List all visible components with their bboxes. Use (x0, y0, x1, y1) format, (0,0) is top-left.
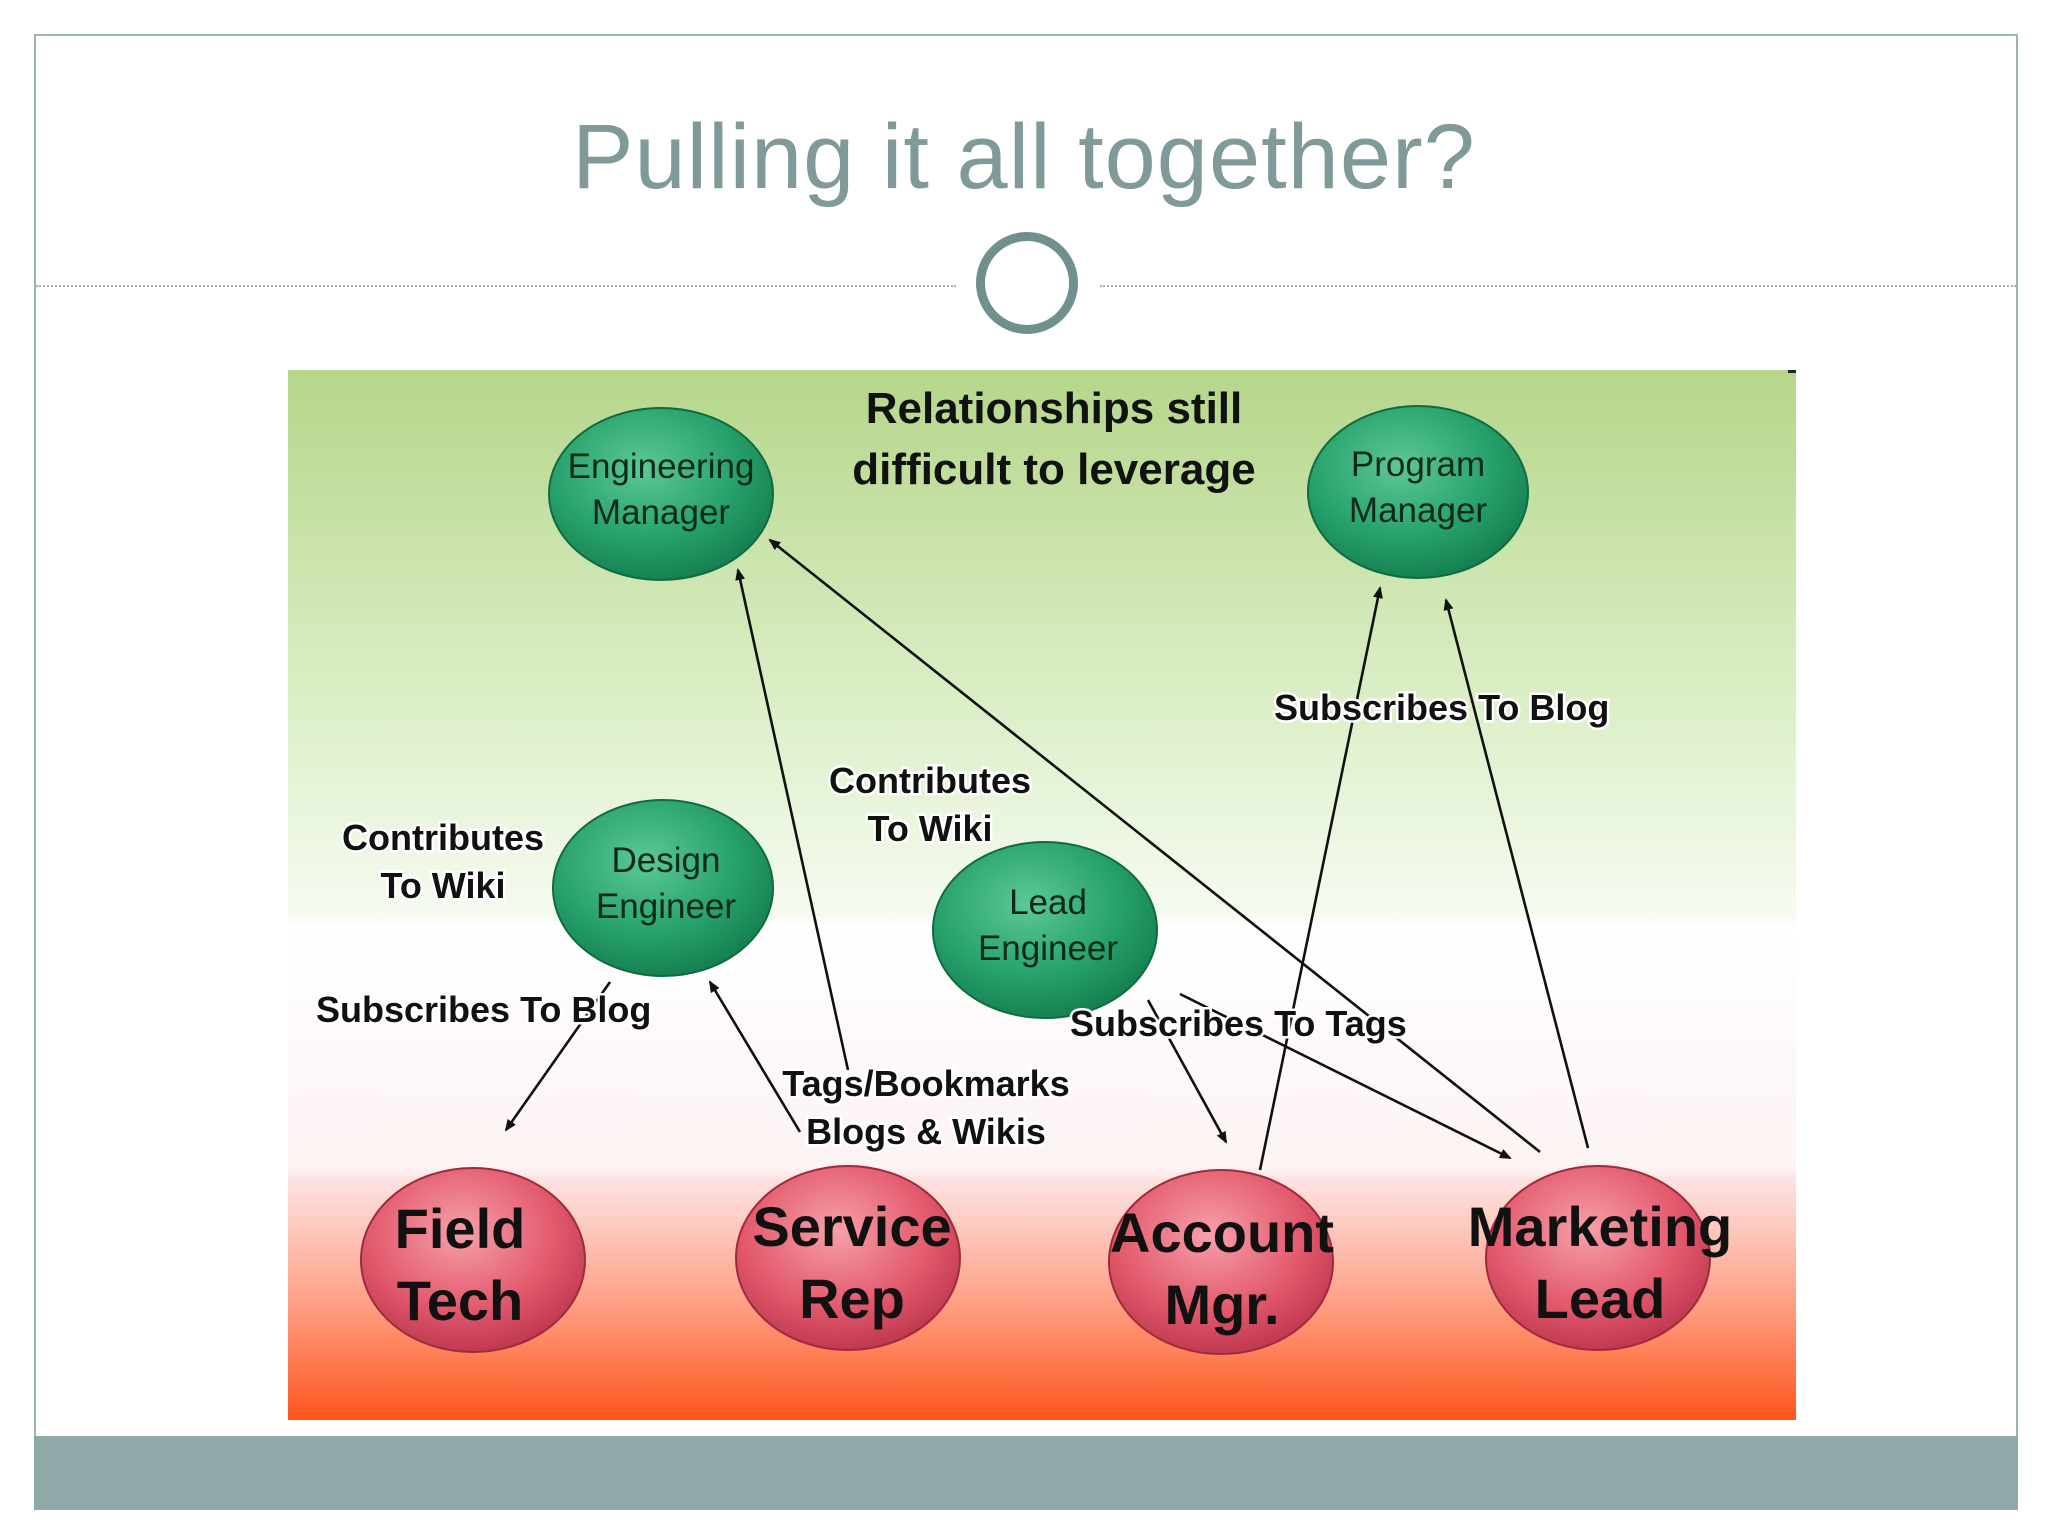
arrow-lead-to-marketing (1179, 992, 1512, 1160)
node-field-tech: Field Tech (360, 1167, 586, 1353)
node-service-rep: Service Rep (735, 1165, 961, 1351)
footer-bar (34, 1436, 2018, 1510)
edge-label-contributes-left-1: Contributes (342, 817, 544, 858)
title-divider-left (36, 285, 956, 287)
arrow-service-to-design (708, 980, 802, 1133)
edge-label-contributes-center-2: To Wiki (868, 808, 993, 849)
relationship-diagram: Engineering Manager Program Manager Desi… (288, 370, 1796, 1420)
edge-label-tags-bookmarks: Tags/Bookmarks (782, 1063, 1069, 1104)
node-label-line1: Marketing (1468, 1195, 1733, 1258)
node-engineering-manager: Engineering Manager (548, 407, 774, 581)
node-label-line2: Tech (397, 1269, 524, 1332)
title-divider-right (1100, 285, 2016, 287)
node-marketing-lead: Marketing Lead (1468, 1165, 1733, 1351)
node-label-line2: Rep (799, 1267, 905, 1330)
node-label-line1: Engineering (568, 447, 755, 486)
node-label-line2: Lead (1535, 1267, 1666, 1330)
node-program-manager: Program Manager (1307, 405, 1529, 579)
slide-title: Pulling it all together? (572, 106, 1476, 208)
node-label-line1: Account (1110, 1201, 1334, 1264)
edge-label-subscribes-tags: Subscribes To Tags (1070, 1003, 1407, 1044)
node-label-line1: Service (752, 1195, 951, 1258)
divider-ring-ornament (976, 232, 1078, 334)
arrow-marketing-to-progmgr (1443, 598, 1590, 1149)
node-account-mgr: Account Mgr. (1108, 1169, 1334, 1355)
node-label-line2: Engineer (978, 929, 1118, 968)
arrows-group (504, 538, 1590, 1171)
node-design-engineer: Design Engineer (552, 799, 774, 977)
diagram-heading-line2: difficult to leverage (852, 445, 1255, 494)
diagram-corner-mark (1788, 370, 1796, 373)
node-label-line1: Program (1351, 445, 1485, 484)
edge-label-contributes-left-2: To Wiki (381, 865, 506, 906)
arrow-account-to-progmgr (1258, 586, 1383, 1171)
node-label-line1: Design (612, 841, 721, 880)
node-label-line2: Manager (592, 493, 730, 532)
node-label-line2: Mgr. (1164, 1273, 1279, 1336)
diagram-heading-line1: Relationships still (866, 384, 1243, 433)
edge-label-blogs-wikis: Blogs & Wikis (806, 1111, 1046, 1152)
arrow-design-to-field (504, 981, 612, 1132)
arrow-lead-to-account (1146, 999, 1228, 1144)
node-label-line1: Lead (1009, 883, 1087, 922)
edge-label-subscribes-blog-left: Subscribes To Blog (316, 989, 651, 1030)
node-lead-engineer: Lead Engineer (932, 841, 1158, 1019)
edge-label-subscribes-blog-right: Subscribes To Blog (1274, 687, 1609, 728)
arrow-marketing-to-engmgr (768, 538, 1541, 1154)
node-label-line1: Field (395, 1197, 526, 1260)
node-label-line2: Manager (1349, 491, 1487, 530)
edge-label-contributes-center-1: Contributes (829, 760, 1031, 801)
node-label-line2: Engineer (596, 887, 736, 926)
arrow-service-to-engmgr (735, 568, 850, 1071)
